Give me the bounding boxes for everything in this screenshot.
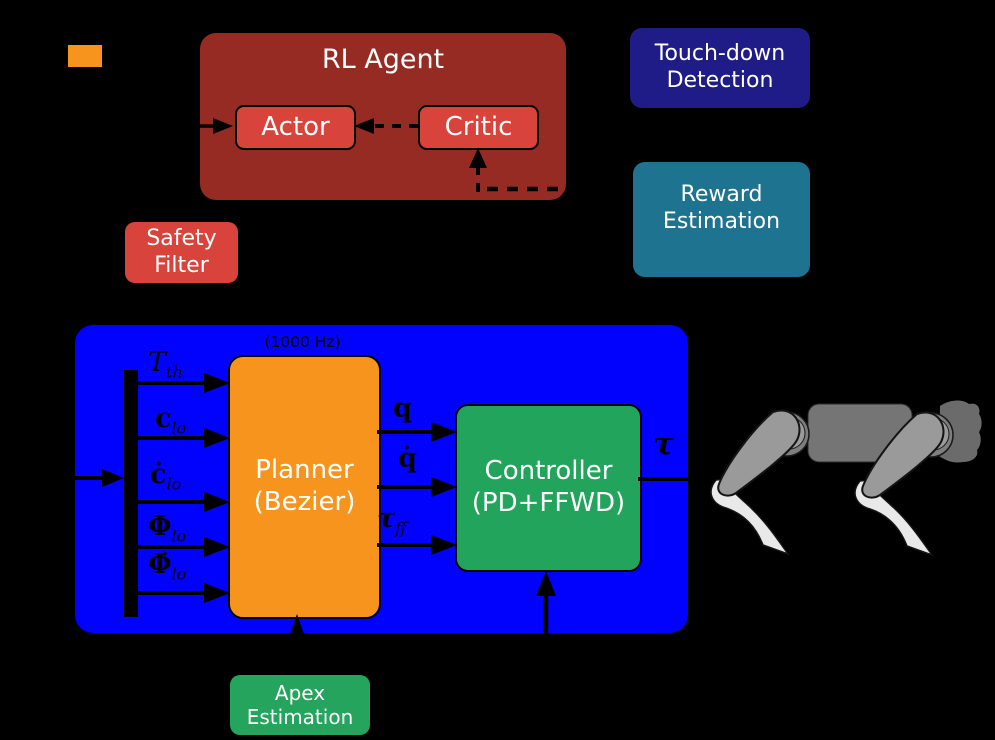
- reward-estimation-box: Reward Estimation: [633, 162, 810, 277]
- robot-illustration: [710, 400, 982, 557]
- planner-line2: (Bezier): [253, 487, 356, 517]
- apex-estimation-box: Apex Estimation: [230, 675, 370, 735]
- touchdown-line2: Detection: [666, 68, 774, 93]
- torque-label: τ: [653, 426, 674, 462]
- robot-rear-hip-inner: [916, 417, 950, 451]
- robot-head: [939, 400, 982, 463]
- controller-line2: (PD+FFWD): [471, 488, 626, 518]
- apex-line1: Apex: [274, 680, 326, 705]
- robot-front-shank: [710, 478, 790, 556]
- legend-orange-swatch: [68, 45, 102, 67]
- safety-line1: Safety: [146, 225, 217, 251]
- reward-line1: Reward: [680, 181, 763, 207]
- actor-label: Actor: [261, 111, 330, 142]
- planner-line1: Planner: [255, 455, 354, 486]
- controller-box: Controller (PD+FFWD): [455, 404, 642, 572]
- robot-front-thigh: [717, 409, 801, 497]
- rl-agent-title: RL Agent: [321, 44, 445, 75]
- controller-line1: Controller: [484, 456, 613, 487]
- input-label-Tth: Tth: [148, 347, 183, 382]
- output-label-q: q: [393, 393, 412, 424]
- robot-front-hip-inner: [772, 416, 806, 450]
- robot-body: [807, 403, 913, 463]
- robot-rear-shank: [854, 479, 934, 557]
- input-label-cdotlo: ċlo: [150, 459, 182, 494]
- rate-label: (1000 Hz): [264, 333, 341, 351]
- apex-line2: Estimation: [246, 705, 354, 729]
- robot-front-hip-outer: [764, 411, 810, 457]
- safety-line2: Filter: [154, 252, 209, 278]
- touchdown-detection-box: Touch-down Detection: [630, 28, 810, 108]
- input-label-clo: clo: [155, 403, 187, 438]
- robot-rear-thigh: [861, 411, 945, 499]
- critic-box: Critic: [418, 105, 539, 150]
- input-label-philo: Φlo: [148, 511, 187, 546]
- output-label-qdot: q̇: [398, 443, 417, 474]
- touchdown-line1: Touch-down: [654, 41, 786, 67]
- reward-text: Reward Estimation: [663, 182, 780, 236]
- critic-label: Critic: [444, 111, 513, 142]
- planner-box: Planner (Bezier): [228, 355, 381, 619]
- output-label-tauff: τff: [377, 503, 407, 538]
- robot-rear-hip-outer: [908, 412, 954, 458]
- safety-filter-box: Safety Filter: [125, 222, 238, 283]
- actor-box: Actor: [235, 105, 356, 150]
- input-label-phidotlo: Φ̇lo: [148, 549, 187, 584]
- reward-line2: Estimation: [662, 208, 781, 234]
